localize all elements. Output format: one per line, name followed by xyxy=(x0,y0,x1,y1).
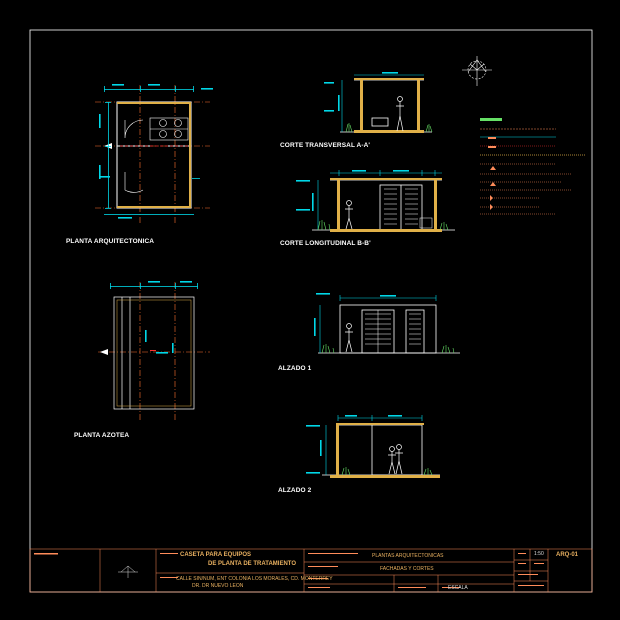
corte-longitudinal-view xyxy=(296,170,455,232)
shrub-icon xyxy=(321,344,455,354)
view-title-corte-longitudinal: CORTE LONGITUDINAL B-B' xyxy=(280,240,371,247)
planta-azotea-view xyxy=(98,281,210,420)
title-block xyxy=(29,548,593,593)
title-block-scale-label: ESCALA xyxy=(448,585,468,591)
title-block-location-line1: CALLE SIN/NUM, ENT COLONIA LOS MORALES, … xyxy=(176,576,333,582)
shrub-icon xyxy=(341,467,433,476)
corte-transversal-view xyxy=(324,72,433,133)
human-figure-icon xyxy=(345,200,353,230)
human-figure-icon xyxy=(396,96,404,132)
title-block-project-line2: DE PLANTA DE TRATAMIENTO xyxy=(208,561,296,567)
shrub-icon xyxy=(317,220,449,231)
view-title-alzado-1: ALZADO 1 xyxy=(278,365,312,372)
view-title-corte-transversal: CORTE TRANSVERSAL A-A' xyxy=(280,142,371,149)
alzado-2-view xyxy=(306,415,440,478)
title-block-marks xyxy=(34,553,544,588)
north-arrow-icon xyxy=(462,56,492,86)
title-block-project-line1: CASETA PARA EQUIPOS xyxy=(180,552,252,558)
human-figure-icon xyxy=(345,323,353,353)
planta-arquitectonica-view xyxy=(95,84,213,225)
title-block-drawing-subtitle: FACHADAS Y CORTES xyxy=(380,566,434,572)
shrub-icon xyxy=(345,123,433,133)
legend xyxy=(480,118,586,215)
title-block-scale-value: 1:50 xyxy=(534,551,544,557)
alzado-1-view xyxy=(314,293,460,354)
view-title-alzado-2: ALZADO 2 xyxy=(278,487,312,494)
title-block-location-line2: DR. DR NUEVO LEON xyxy=(192,583,244,589)
view-title-planta-arquitectonica: PLANTA ARQUITECTONICA xyxy=(66,238,155,245)
view-title-planta-azotea: PLANTA AZOTEA xyxy=(74,432,130,439)
title-block-drawing-title: PLANTAS ARQUITECTONICAS xyxy=(372,553,444,559)
title-block-sheet-number: ARQ-01 xyxy=(556,552,579,558)
human-figure-icon xyxy=(388,444,403,475)
title-block-seal xyxy=(118,565,138,578)
